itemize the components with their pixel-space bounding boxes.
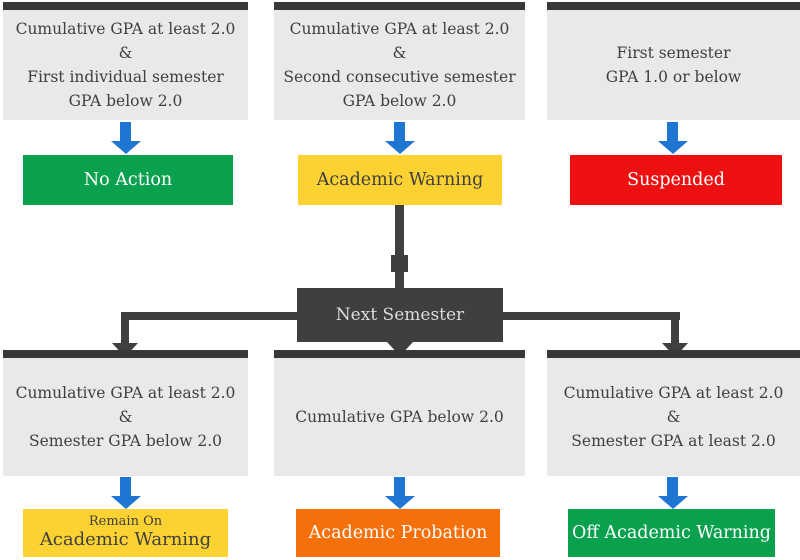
outcome-box-suspended: Suspended bbox=[570, 155, 782, 205]
down-arrow-head bbox=[657, 141, 688, 154]
connector-drop-right bbox=[671, 312, 679, 344]
down-arrow-stem bbox=[394, 477, 405, 496]
down-arrow-head bbox=[657, 496, 688, 509]
connector-horizontal-right bbox=[503, 312, 680, 320]
down-arrow-icon bbox=[110, 122, 141, 154]
down-arrow-icon bbox=[110, 477, 141, 509]
down-arrow-head bbox=[384, 496, 415, 509]
down-arrow-head bbox=[110, 141, 141, 154]
outcome-box-remain-on-academic-warning: Remain On Academic Warning bbox=[23, 509, 228, 557]
condition-box-cumulative-ok-semester-ok: Cumulative GPA at least 2.0 & Semester G… bbox=[547, 350, 800, 476]
down-arrow-stem bbox=[120, 122, 131, 141]
down-arrow-icon bbox=[657, 122, 688, 154]
down-arrow-head bbox=[110, 496, 141, 509]
down-arrow-stem bbox=[120, 477, 131, 496]
connector-drop-left bbox=[121, 312, 129, 344]
down-arrow-icon bbox=[657, 477, 688, 509]
condition-box-cumulative-low: Cumulative GPA below 2.0 bbox=[274, 350, 525, 476]
down-arrow-stem bbox=[394, 122, 405, 141]
connector-vertical-line bbox=[395, 205, 404, 288]
outcome-box-no-action: No Action bbox=[23, 155, 233, 205]
down-arrow-stem bbox=[667, 477, 678, 496]
down-arrow-head bbox=[384, 141, 415, 154]
down-arrow-stem bbox=[667, 122, 678, 141]
condition-box-first-semester-very-low: First semester GPA 1.0 or below bbox=[547, 2, 800, 120]
outcome-box-academic-warning: Academic Warning bbox=[298, 155, 502, 205]
condition-box-cumulative-ok-first-semester-low: Cumulative GPA at least 2.0 & First indi… bbox=[3, 2, 248, 120]
outcome-box-off-academic-warning: Off Academic Warning bbox=[568, 509, 775, 557]
outcome-prefix-label: Remain On bbox=[88, 514, 163, 530]
condition-box-cumulative-ok-semester-low: Cumulative GPA at least 2.0 & Semester G… bbox=[3, 350, 248, 476]
down-arrow-icon bbox=[384, 477, 415, 509]
connector-node-square bbox=[391, 255, 408, 272]
outcome-label: Academic Warning bbox=[39, 529, 212, 551]
condition-box-cumulative-ok-second-consecutive-low: Cumulative GPA at least 2.0 & Second con… bbox=[274, 2, 525, 120]
outcome-box-academic-probation: Academic Probation bbox=[296, 509, 500, 557]
down-arrow-icon bbox=[384, 122, 415, 154]
next-semester-box: Next Semester bbox=[297, 288, 503, 342]
connector-horizontal-left bbox=[121, 312, 297, 320]
